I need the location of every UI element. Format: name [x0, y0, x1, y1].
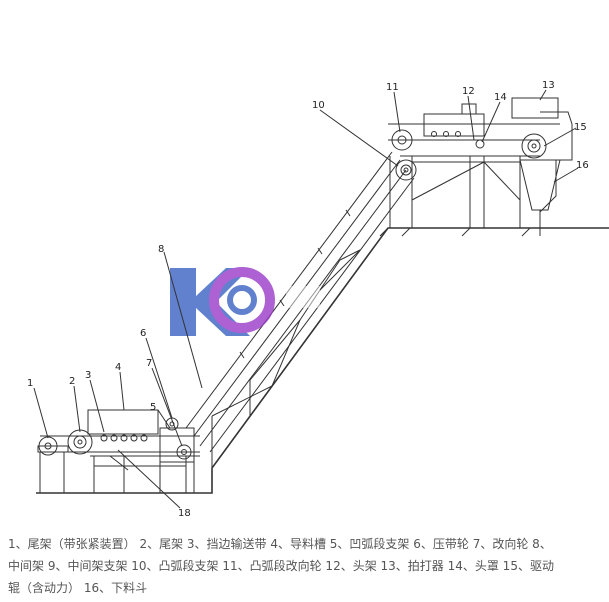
callout-labels: 1 2 3 4 5 6 7 8 10 11 12 13 14 15 16 18 [27, 80, 589, 519]
callout-8: 8 [158, 244, 164, 255]
legend-line-3: 辊（含动力） 16、下料斗 [8, 581, 148, 595]
watermark-logo [170, 267, 320, 336]
callout-6: 6 [140, 328, 146, 339]
head-section [388, 97, 573, 236]
conveyor-diagram: 1 2 3 4 5 6 7 8 10 11 12 13 14 15 16 18 [27, 80, 609, 519]
callout-13: 13 [542, 80, 555, 91]
callout-2: 2 [69, 376, 75, 387]
incline-section [185, 151, 415, 468]
callout-5: 5 [150, 402, 156, 413]
leader-lines [33, 89, 579, 509]
callout-15: 15 [574, 122, 587, 133]
callout-16: 16 [576, 160, 589, 171]
callout-18: 18 [178, 508, 191, 519]
callout-12: 12 [462, 86, 475, 97]
callout-1: 1 [27, 378, 33, 389]
callout-3: 3 [85, 370, 91, 381]
callout-10: 10 [312, 100, 325, 111]
callout-7: 7 [146, 358, 152, 369]
parts-legend: 1、尾架（带张紧装置） 2、尾架 3、挡边输送带 4、导料槽 5、凹弧段支架 6… [8, 533, 600, 599]
callout-11: 11 [386, 82, 399, 93]
callout-14: 14 [494, 92, 507, 103]
legend-line-1: 1、尾架（带张紧装置） 2、尾架 3、挡边输送带 4、导料槽 5、凹弧段支架 6… [8, 537, 552, 551]
legend-line-2: 中间架 9、中间架支架 10、凸弧段支架 11、凸弧段改向轮 12、头架 13、… [8, 559, 554, 573]
callout-4: 4 [115, 362, 121, 373]
